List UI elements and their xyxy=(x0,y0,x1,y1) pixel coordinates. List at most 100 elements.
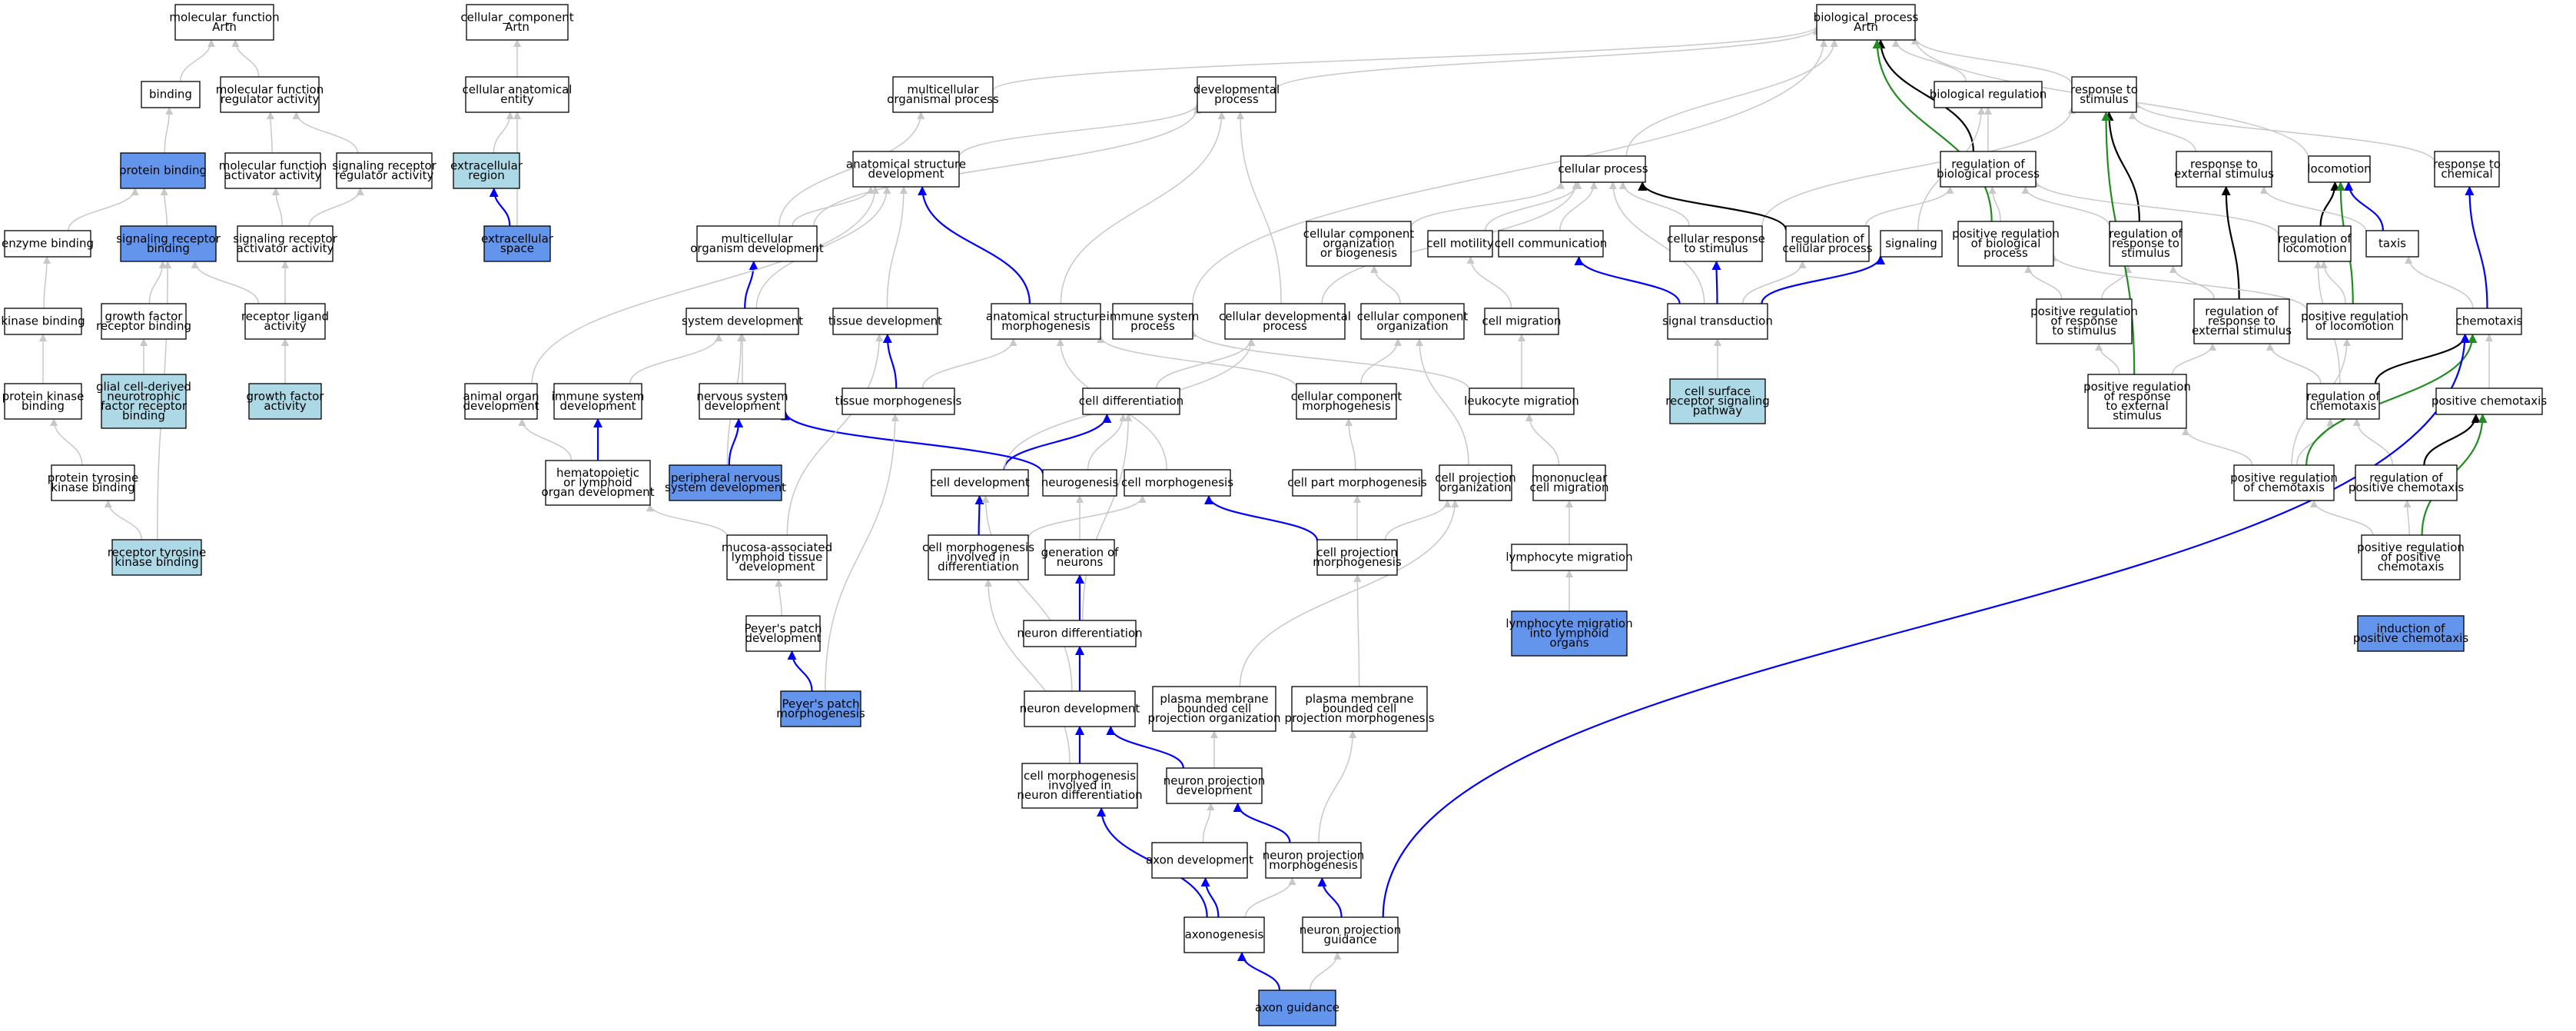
go-term-node-chemotaxis[interactable]: chemotaxis xyxy=(2456,308,2523,335)
go-term-node-cell_mig[interactable]: cell migration xyxy=(1482,308,1562,335)
edge-multi_proc-to-bp_root xyxy=(992,25,1821,91)
edge-leuko_mig-to-immune_proc xyxy=(1189,329,1470,391)
go-term-node-pos_chemo[interactable]: positive chemotaxis xyxy=(2432,387,2547,415)
go-term-node-locomotion[interactable]: locomotion xyxy=(2307,155,2372,183)
go-term-node-protein_binding[interactable]: protein binding xyxy=(119,152,207,189)
go-term-node-neurogenesis[interactable]: neurogenesis xyxy=(1041,469,1119,497)
go-term-node-cell_dev[interactable]: cell development xyxy=(930,469,1030,497)
go-term-node-cell_comm[interactable]: cell communication xyxy=(1495,230,1608,258)
go-term-node-taxis[interactable]: taxis xyxy=(2365,230,2419,258)
go-term-node-bio_reg[interactable]: biological regulation xyxy=(1930,81,2047,108)
go-term-node-neuron_dev[interactable]: neuron development xyxy=(1020,690,1140,727)
go-term-node-cell_motility[interactable]: cell motility xyxy=(1426,230,1494,258)
go-term-node-axonogenesis[interactable]: axonogenesis xyxy=(1183,916,1265,953)
go-term-node-cell_part_morph[interactable]: cell part morphogenesis xyxy=(1287,469,1427,497)
go-term-node-axon_dev[interactable]: axon development xyxy=(1146,842,1253,879)
edge-malt_dev-to-tissue_dev xyxy=(786,334,884,536)
go-term-node-lymph_mig[interactable]: lymphocyte migration xyxy=(1505,544,1633,571)
go-term-node-signaling[interactable]: signaling xyxy=(1880,230,1943,258)
go-term-node-cell_diff[interactable]: cell differentiation xyxy=(1079,387,1183,415)
go-term-node-tissue_morph[interactable]: tissue morphogenesis xyxy=(835,387,962,415)
go-term-node-cell_proc[interactable]: cellular process xyxy=(1558,155,1648,183)
go-term-node-neuron_diff[interactable]: neuron differentiation xyxy=(1017,620,1143,647)
go-term-node-kinase_binding[interactable]: kinase binding xyxy=(1,308,85,335)
go-term-node-enzyme_binding[interactable]: enzyme binding xyxy=(2,230,94,258)
go-term-node-tissue_dev[interactable]: tissue development xyxy=(828,308,942,335)
go-term-node-sig_trans[interactable]: signal transduction xyxy=(1662,303,1773,340)
go-term-node-binding[interactable]: binding xyxy=(141,81,201,108)
go-term-node-sys_dev[interactable]: system development xyxy=(682,308,803,335)
go-term-node-axon_guidance[interactable]: axon guidance xyxy=(1255,989,1339,1026)
go-term-node-cell_morph[interactable]: cell morphogenesis xyxy=(1121,469,1233,497)
go-term-node-leuko_mig[interactable]: leukocyte migration xyxy=(1464,387,1579,415)
